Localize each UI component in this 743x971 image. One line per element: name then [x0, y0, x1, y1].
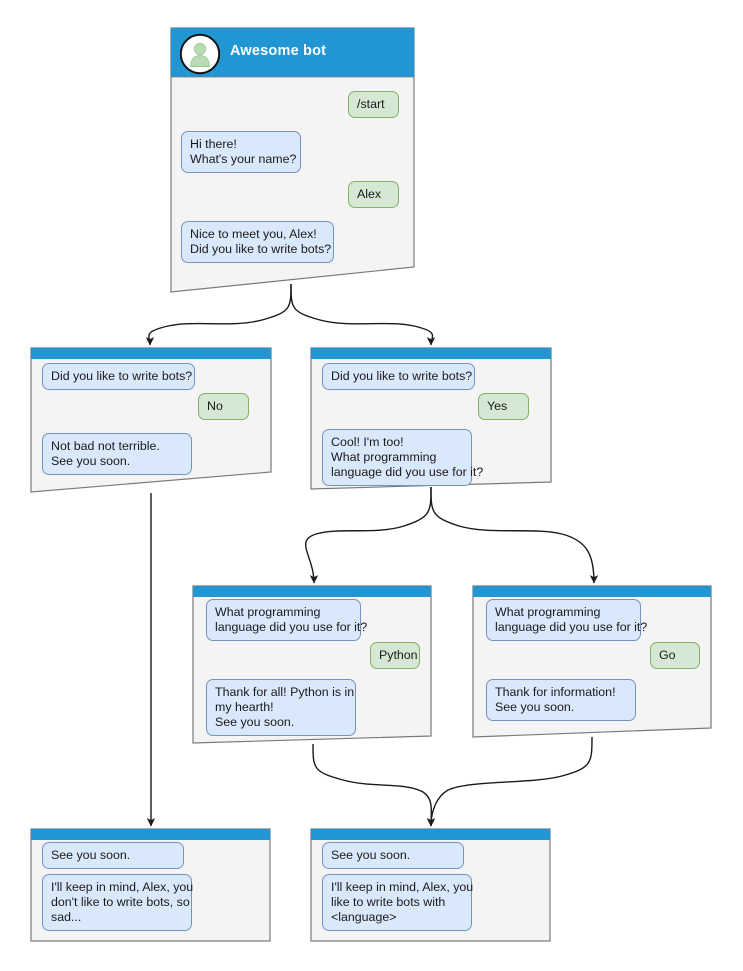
chat-bubble-user[interactable]: /start — [348, 91, 399, 118]
chat-bubble-bot[interactable]: Thank for all! Python is in my hearth! S… — [206, 679, 356, 736]
chat-bubble-bot[interactable]: Hi there! What's your name? — [181, 131, 301, 173]
chat-bubble-bot[interactable]: What programming language did you use fo… — [486, 599, 647, 641]
card-header-title: Awesome bot — [230, 43, 327, 59]
chat-card-lang-go[interactable]: What programming language did you use fo… — [472, 585, 712, 738]
edge-start-to-yes — [290, 283, 436, 346]
chat-bubble-bot[interactable]: Did you like to write bots? — [322, 363, 475, 390]
chat-bubble-bot[interactable]: What programming language did you use fo… — [206, 599, 367, 641]
chat-bubble-user[interactable]: Go — [650, 642, 700, 669]
chat-bubble-bot[interactable]: Cool! I'm too! What programming language… — [322, 429, 483, 486]
chat-card-answer-yes[interactable]: Did you like to write bots? Yes Cool! I'… — [310, 347, 552, 490]
edge-yes-to-go — [430, 486, 599, 584]
chat-bubble-bot[interactable]: Nice to meet you, Alex! Did you like to … — [181, 221, 334, 263]
chat-card-end-happy[interactable]: See you soon. I'll keep in mind, Alex, y… — [310, 828, 551, 942]
edge-yes-to-python — [305, 486, 432, 584]
chat-card-end-sad[interactable]: See you soon. I'll keep in mind, Alex, y… — [30, 828, 271, 942]
edge-start-to-no — [145, 283, 292, 346]
chat-bubble-bot[interactable]: Did you like to write bots? — [42, 363, 195, 390]
person-avatar-icon — [179, 33, 221, 75]
chat-bubble-bot[interactable]: I'll keep in mind, Alex, you don't like … — [42, 874, 193, 931]
chat-card-start[interactable]: Awesome bot /start Hi there! What's your… — [170, 27, 415, 293]
edge-go-to-end-happy — [426, 736, 593, 827]
chat-bubble-bot[interactable]: I'll keep in mind, Alex, you like to wri… — [322, 874, 473, 931]
chat-card-answer-no[interactable]: Did you like to write bots? No Not bad n… — [30, 347, 272, 493]
edge-python-to-end-happy — [312, 743, 436, 827]
chat-bubble-bot[interactable]: Thank for information! See you soon. — [486, 679, 636, 721]
chat-bubble-bot[interactable]: See you soon. — [42, 842, 184, 869]
chat-bubble-user[interactable]: Alex — [348, 181, 399, 208]
chat-bubble-user[interactable]: Python — [370, 642, 420, 669]
chat-bubble-bot[interactable]: See you soon. — [322, 842, 464, 869]
chat-bubble-user[interactable]: No — [198, 393, 249, 420]
chat-bubble-user[interactable]: Yes — [478, 393, 529, 420]
chat-card-lang-python[interactable]: What programming language did you use fo… — [192, 585, 432, 744]
chat-bubble-bot[interactable]: Not bad not terrible. See you soon. — [42, 433, 192, 475]
